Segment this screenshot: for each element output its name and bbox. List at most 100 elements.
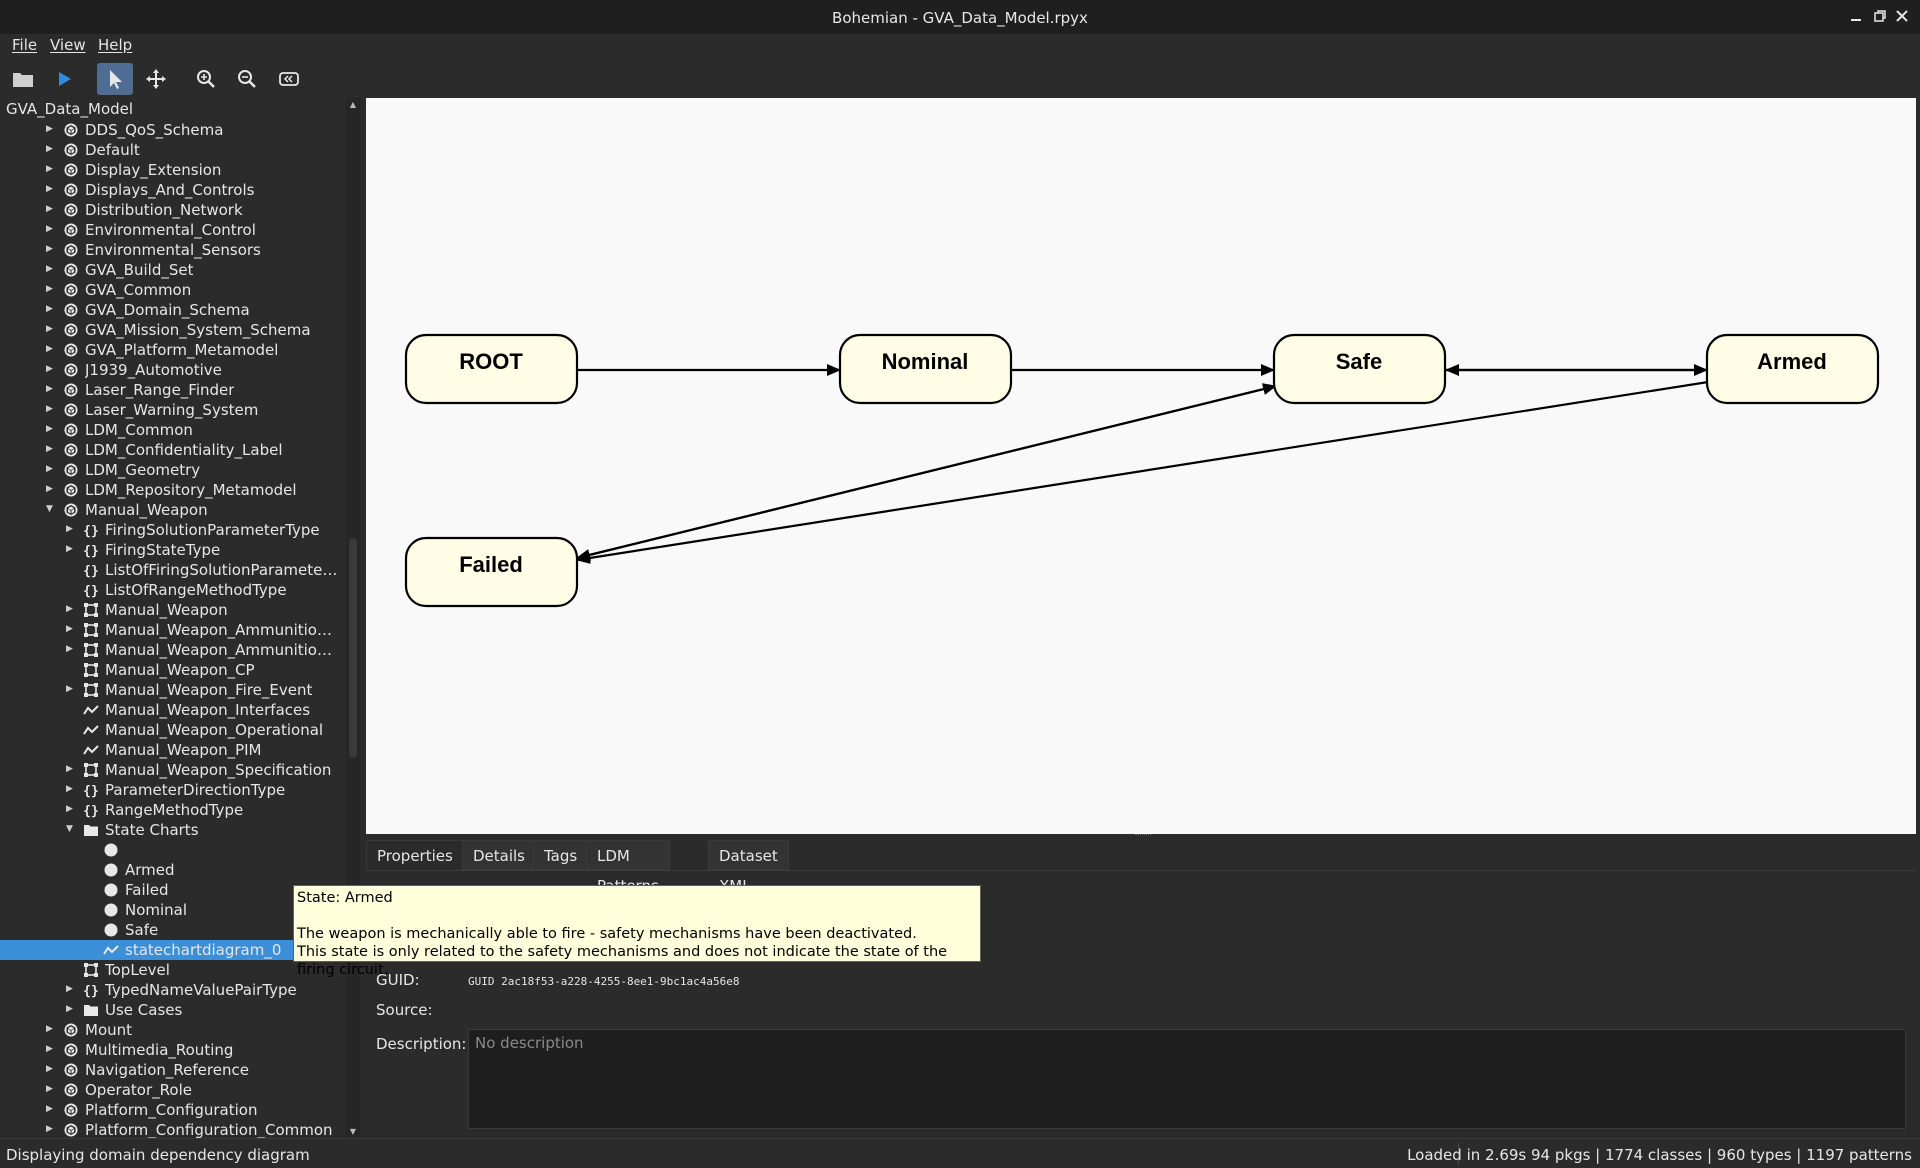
panel-splitter[interactable] [1135,834,1151,837]
minimize-icon[interactable] [1846,8,1866,28]
collapse-arrow-icon[interactable]: ▶ [46,304,53,314]
tree-item[interactable]: ▶Manual_Weapon_Ammunition_Nat… [0,620,344,640]
state-failed[interactable]: Failed [404,536,579,608]
collapse-arrow-icon[interactable]: ▶ [46,244,53,254]
tree-item[interactable]: ▶Laser_Warning_System [0,400,344,420]
tree-item[interactable]: ▶Platform_Configuration_Common [0,1120,344,1138]
menu-view[interactable]: View [50,36,86,54]
expand-arrow-icon[interactable]: ▼ [66,824,73,834]
tree-item[interactable]: ▶Display_Extension [0,160,344,180]
collapse-arrow-icon[interactable]: ▶ [46,324,53,334]
scroll-up-icon[interactable]: ▲ [349,100,357,109]
tree-item[interactable]: ▶Use Cases [0,1000,344,1020]
collapse-arrow-icon[interactable]: ▶ [66,624,73,634]
tree-item[interactable]: ▶GVA_Domain_Schema [0,300,344,320]
tree-item[interactable]: ▶Manual_Weapon_Specification [0,760,344,780]
menu-file[interactable]: File [12,36,38,54]
tree-item[interactable]: ▶{}FiringSolutionParameterType [0,520,344,540]
tree-item[interactable]: TopLevel [0,960,344,980]
tree-item[interactable]: ▶Displays_And_Controls [0,180,344,200]
tree-item[interactable]: ▶Platform_Configuration [0,1100,344,1120]
tab-details[interactable]: Details [462,840,537,870]
tree-scrollbar[interactable]: ▲ ▼ [346,98,360,1138]
tree-item[interactable]: ▶{}RangeMethodType [0,800,344,820]
tree-item[interactable]: statechartdiagram_0 [0,940,344,960]
description-field[interactable]: No description [468,1029,1906,1129]
tree-item[interactable]: ▶Laser_Range_Finder [0,380,344,400]
tree-item[interactable]: ▶GVA_Platform_Metamodel [0,340,344,360]
open-folder-icon[interactable] [5,63,41,95]
tree-item[interactable]: ▶Multimedia_Routing [0,1040,344,1060]
tab-dataset-xml[interactable]: Dataset XML [708,840,789,895]
transition-safe-failed[interactable] [576,384,1277,561]
collapse-arrow-icon[interactable]: ▶ [66,804,73,814]
tree-item[interactable]: Manual_Weapon_Interfaces [0,700,344,720]
collapse-arrow-icon[interactable]: ▶ [46,224,53,234]
collapse-arrow-icon[interactable]: ▶ [46,1104,53,1114]
tree-item[interactable]: Manual_Weapon_Operational [0,720,344,740]
collapse-arrow-icon[interactable]: ▶ [46,1024,53,1034]
collapse-arrow-icon[interactable]: ▶ [66,764,73,774]
menu-help[interactable]: Help [98,36,133,54]
tree-item[interactable] [0,840,344,860]
tree-item[interactable]: ▶DDS_QoS_Schema [0,120,344,140]
tree-item[interactable]: ▶LDM_Confidentiality_Label [0,440,344,460]
collapse-arrow-icon[interactable]: ▶ [46,384,53,394]
fit-view-icon[interactable] [271,63,307,95]
tree-item[interactable]: ▶Manual_Weapon_Fire_Event [0,680,344,700]
state-armed[interactable]: Armed [1705,333,1880,405]
tree-item[interactable]: Manual_Weapon_CP [0,660,344,680]
tree-item[interactable]: ▶{}FiringStateType [0,540,344,560]
collapse-arrow-icon[interactable]: ▶ [46,124,53,134]
collapse-arrow-icon[interactable]: ▶ [46,144,53,154]
restore-icon[interactable] [1870,8,1890,28]
close-icon[interactable] [1892,8,1912,28]
collapse-arrow-icon[interactable]: ▶ [66,524,73,534]
tree-item[interactable]: Manual_Weapon_PIM [0,740,344,760]
tree-item[interactable]: ▶GVA_Build_Set [0,260,344,280]
tree-item[interactable]: ▶J1939_Automotive [0,360,344,380]
state-root[interactable]: ROOT [404,333,579,405]
select-pointer-icon[interactable] [97,63,133,95]
run-icon[interactable] [46,63,82,95]
collapse-arrow-icon[interactable]: ▶ [46,1044,53,1054]
diagram-canvas[interactable]: ROOT Nominal Safe Armed Failed [366,98,1916,834]
tree-item[interactable]: Armed [0,860,344,880]
tree-item[interactable]: ▶GVA_Mission_System_Schema [0,320,344,340]
scroll-down-icon[interactable]: ▼ [349,1127,357,1136]
tree-item[interactable]: ▶GVA_Common [0,280,344,300]
collapse-arrow-icon[interactable]: ▶ [46,284,53,294]
collapse-arrow-icon[interactable]: ▶ [66,984,73,994]
tab-ldm-patterns[interactable]: LDM Patterns [586,840,670,895]
tree-item[interactable]: ▶Environmental_Control [0,220,344,240]
tree-item[interactable]: ▼State Charts [0,820,344,840]
tree-item[interactable]: {}ListOfFiringSolutionParameterType [0,560,344,580]
tree-item[interactable]: ▶Manual_Weapon [0,600,344,620]
collapse-arrow-icon[interactable]: ▶ [46,484,53,494]
collapse-arrow-icon[interactable]: ▶ [46,164,53,174]
collapse-arrow-icon[interactable]: ▶ [46,344,53,354]
tree-item[interactable]: ▶LDM_Geometry [0,460,344,480]
transition-armed-failed[interactable] [576,380,1709,564]
scroll-thumb[interactable] [349,538,357,758]
tree-item[interactable]: ▶{}TypedNameValuePairType [0,980,344,1000]
collapse-arrow-icon[interactable]: ▶ [46,404,53,414]
tree-item[interactable]: {}ListOfRangeMethodType [0,580,344,600]
tree-item[interactable]: ▶{}ParameterDirectionType [0,780,344,800]
collapse-arrow-icon[interactable]: ▶ [66,604,73,614]
tree-item[interactable]: Nominal [0,900,344,920]
tree-item[interactable]: ▶Navigation_Reference [0,1060,344,1080]
tree-item[interactable]: ▶Mount [0,1020,344,1040]
tree-item[interactable]: Failed [0,880,344,900]
tab-tags[interactable]: Tags [533,840,589,870]
collapse-arrow-icon[interactable]: ▶ [46,204,53,214]
collapse-arrow-icon[interactable]: ▶ [66,1004,73,1014]
collapse-arrow-icon[interactable]: ▶ [66,784,73,794]
tree-item[interactable]: ▶Environmental_Sensors [0,240,344,260]
pan-move-icon[interactable] [138,63,174,95]
tab-properties[interactable]: Properties [366,840,464,870]
zoom-in-icon[interactable] [188,63,224,95]
tree-item[interactable]: ▶Manual_Weapon_Ammunition_Nat… [0,640,344,660]
collapse-arrow-icon[interactable]: ▶ [46,444,53,454]
tree-item[interactable]: ▶Default [0,140,344,160]
